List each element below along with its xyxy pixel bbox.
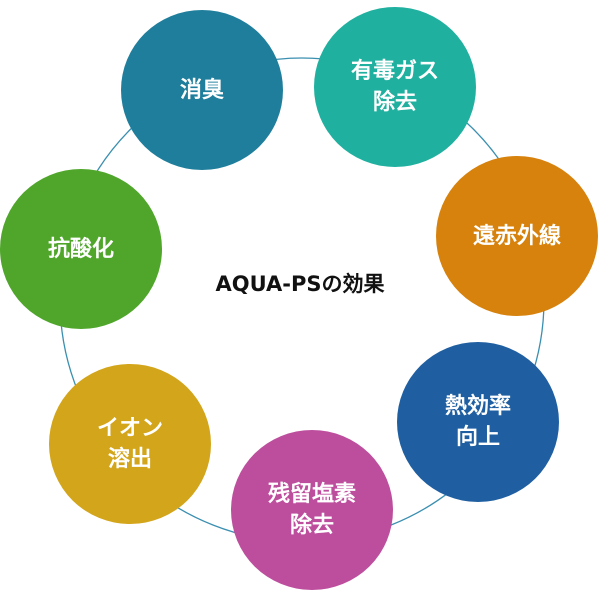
node-label: 遠赤外線 <box>472 223 561 249</box>
node-ion-elution: イオン 溶出 <box>49 364 211 524</box>
node-label: イオン <box>96 416 163 441</box>
node-label: 除去 <box>372 90 417 115</box>
node-far-infrared: 遠赤外線 <box>436 156 598 316</box>
node-toxic-gas-removal: 有毒ガス 除去 <box>314 7 476 167</box>
node-label: 残留塩素 <box>267 482 356 507</box>
node-label: 向上 <box>455 425 500 450</box>
node-thermal-efficiency: 熱効率 向上 <box>397 342 559 502</box>
node-deodorize: 消臭 <box>121 10 283 170</box>
node-label: 溶出 <box>107 447 152 472</box>
node-residual-chlorine-removal: 残留塩素 除去 <box>231 430 393 590</box>
node-label: 有毒ガス <box>350 59 439 84</box>
node-label: 熱効率 <box>444 394 511 419</box>
node-label: 除去 <box>289 513 334 538</box>
node-label: 抗酸化 <box>47 236 114 262</box>
diagram-title: AQUA-PSの効果 <box>215 272 385 296</box>
node-antioxidation: 抗酸化 <box>0 169 162 329</box>
node-label: 消臭 <box>179 77 224 103</box>
